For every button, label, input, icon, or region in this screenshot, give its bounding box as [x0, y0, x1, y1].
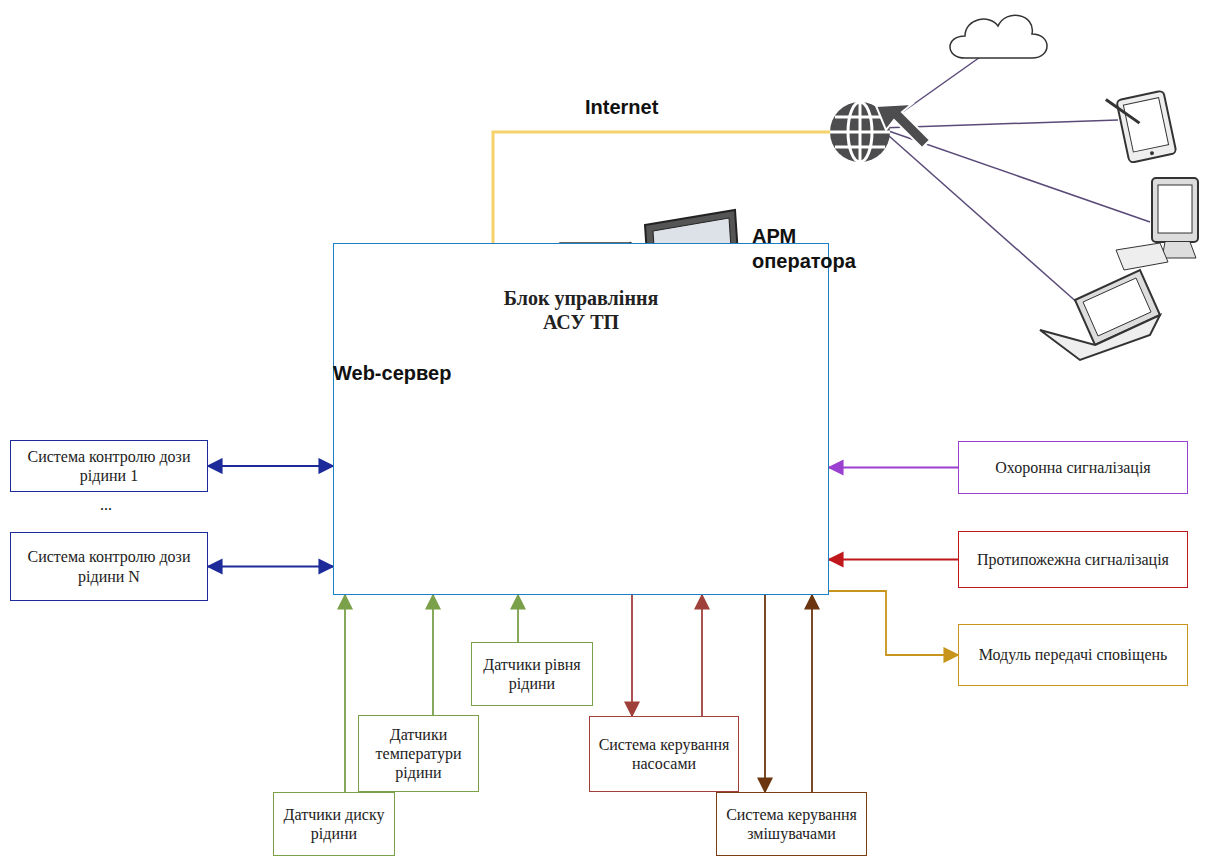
node-text: Охоронна сигналізація	[995, 458, 1150, 477]
mixer-control-box: Система керування змішувачами	[716, 792, 867, 856]
desktop-computer	[1116, 178, 1198, 270]
alarm-box: Охоронна сигналізація	[958, 441, 1188, 494]
connector	[829, 559, 958, 561]
connector	[432, 595, 434, 715]
connector	[344, 595, 346, 792]
sensor-box: Датчики температури рідини	[358, 715, 479, 792]
control-unit: Блок управління АСУ ТП	[333, 243, 829, 595]
node-text: Блок управління АСУ ТП	[481, 286, 681, 334]
node-text: Система контролю дози рідини 1	[19, 447, 199, 485]
workstation-label: АРМ оператора	[752, 224, 862, 274]
connector	[764, 595, 766, 792]
fire-alarm-box: Протипожежна сигналізація	[958, 531, 1188, 588]
notification-box: Модуль передачі сповіщень	[958, 624, 1188, 686]
sensor-box: Датчики диску рідини	[273, 792, 395, 856]
ellipsis: ...	[100, 496, 112, 514]
connector	[701, 595, 703, 716]
connector	[517, 595, 519, 642]
connector	[811, 595, 813, 792]
connector	[208, 465, 333, 467]
tablet	[1106, 88, 1177, 166]
client-lines	[880, 50, 1150, 305]
connector	[829, 467, 958, 469]
sensor-box: Датчики рівня рідини	[471, 642, 593, 706]
server-label: Web-сервер	[333, 362, 451, 385]
node-text: Датчики диску рідини	[282, 805, 386, 843]
node-text: Модуль передачі сповіщень	[979, 645, 1168, 664]
dose-control-box: Система контролю дози рідини 1	[10, 440, 208, 492]
node-text: Система контролю дози рідини N	[19, 547, 199, 585]
dose-control-box: Система контролю дози рідини N	[10, 532, 208, 601]
connector	[829, 591, 958, 655]
cloud	[950, 15, 1047, 58]
node-text: Система керування змішувачами	[725, 805, 858, 843]
node-text: Датчики температури рідини	[367, 725, 470, 783]
connector	[631, 595, 633, 716]
network-label: Internet	[585, 96, 658, 119]
node-text: Датчики рівня рідини	[480, 655, 584, 693]
connector	[208, 566, 333, 568]
node-text: Протипожежна сигналізація	[977, 550, 1169, 569]
pump-control-box: Система керування насосами	[589, 716, 739, 792]
internet-globe	[830, 102, 930, 162]
laptop	[1040, 270, 1160, 360]
node-text: Система керування насосами	[598, 735, 730, 773]
